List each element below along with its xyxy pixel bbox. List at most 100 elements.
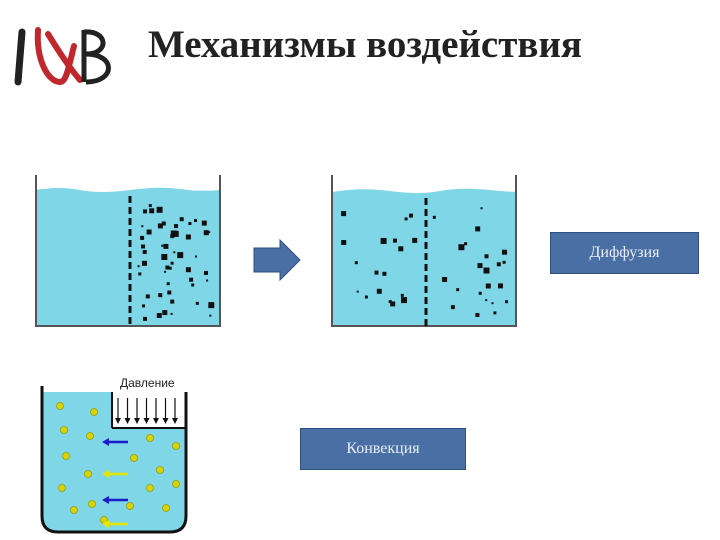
particle — [172, 230, 179, 237]
pressure-arrow-head — [143, 418, 150, 424]
particle — [157, 223, 163, 229]
particle — [475, 226, 481, 232]
particle — [170, 261, 174, 265]
particles-after — [341, 207, 508, 317]
particle — [164, 270, 167, 273]
slide-title: Механизмы воздействия — [148, 23, 583, 66]
particle — [159, 294, 163, 298]
particle — [195, 301, 199, 305]
particle — [398, 246, 404, 252]
particle — [464, 242, 468, 246]
particle — [146, 229, 152, 235]
particle — [137, 265, 140, 268]
pressure-arrow-head — [134, 418, 140, 424]
particle — [161, 244, 164, 247]
particle — [374, 270, 379, 275]
particles-before — [137, 204, 215, 321]
pressure-arrows — [115, 398, 178, 424]
particle — [485, 283, 491, 289]
particle — [185, 267, 191, 273]
particle — [485, 299, 488, 302]
particle — [382, 271, 387, 276]
particle — [401, 297, 407, 304]
particle — [409, 213, 413, 218]
particle — [170, 299, 175, 304]
yellow-particle — [70, 506, 78, 514]
particle — [442, 277, 448, 282]
particle — [502, 249, 507, 255]
particle — [145, 294, 150, 299]
yellow-particle — [86, 432, 94, 440]
particle — [148, 204, 152, 208]
particle — [185, 234, 191, 240]
particle — [204, 271, 208, 275]
yellow-particle — [84, 470, 92, 478]
particle — [341, 240, 347, 245]
particle — [484, 254, 489, 259]
particle — [478, 291, 482, 295]
pressure-arrow-head — [115, 418, 121, 424]
flow-arrows — [102, 438, 128, 528]
flow-arrow-head — [102, 438, 109, 446]
particle — [376, 288, 382, 294]
particle — [156, 313, 162, 318]
convection-vessel — [40, 386, 188, 534]
pressure-arrow-head — [124, 418, 131, 424]
particle — [177, 252, 184, 259]
particle — [174, 224, 178, 229]
particle — [458, 244, 465, 251]
particle — [477, 263, 483, 269]
particle — [380, 238, 387, 244]
particle — [201, 220, 207, 226]
particle — [390, 301, 396, 307]
particle — [456, 288, 460, 292]
particle — [496, 262, 501, 267]
particle — [206, 279, 209, 282]
particle — [491, 302, 494, 305]
convection-label-box: Конвекция — [300, 428, 466, 470]
yellow-particles — [56, 402, 180, 524]
particle — [404, 217, 408, 221]
flow-arrow-head — [102, 496, 109, 504]
particle — [364, 295, 368, 299]
yellow-particle — [146, 484, 154, 492]
particle — [432, 215, 436, 219]
particle — [450, 305, 455, 310]
particle — [498, 283, 503, 289]
yellow-particle — [172, 442, 180, 450]
particle — [354, 261, 358, 265]
particle — [161, 221, 166, 226]
yellow-particle — [146, 434, 154, 442]
particle — [168, 266, 172, 270]
particle — [412, 237, 418, 243]
particle — [208, 231, 211, 234]
yellow-particle — [126, 502, 134, 510]
particle — [143, 209, 147, 214]
particle — [138, 272, 142, 276]
particle — [341, 211, 347, 217]
particle — [188, 222, 192, 225]
particle — [475, 313, 480, 317]
particle — [493, 311, 497, 315]
particle — [163, 243, 169, 249]
yellow-particle — [162, 504, 170, 512]
ib-logo — [14, 27, 111, 86]
yellow-particle — [156, 466, 164, 474]
particle — [161, 254, 168, 260]
particle — [170, 312, 173, 315]
yellow-particle — [130, 454, 138, 462]
particle — [141, 244, 145, 249]
particle — [194, 219, 197, 222]
yellow-particle — [90, 408, 98, 416]
pressure-arrow-head — [162, 418, 169, 424]
particle — [179, 217, 184, 222]
particle — [141, 225, 144, 228]
yellow-particle — [60, 426, 68, 434]
particle — [203, 230, 209, 236]
particle — [167, 290, 172, 295]
particle — [166, 282, 170, 286]
particle — [191, 283, 195, 287]
yellow-particle — [58, 484, 66, 492]
yellow-particle — [88, 500, 96, 508]
